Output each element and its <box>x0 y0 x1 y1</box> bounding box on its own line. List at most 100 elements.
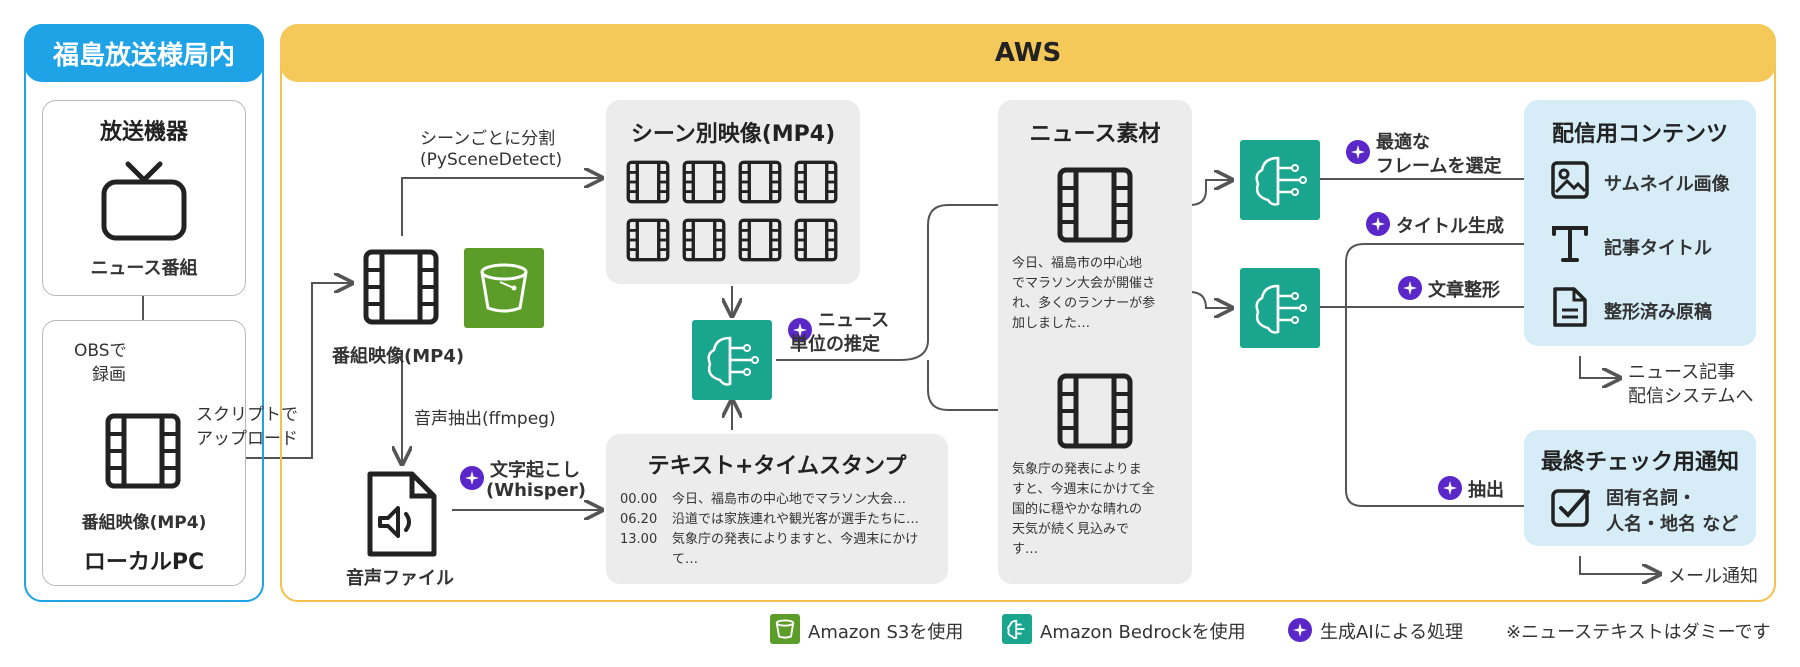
news-box-title: ニュース素材 <box>1029 122 1161 147</box>
text-format-label: 文章整形 <box>1428 280 1500 301</box>
news2-line: すと、今週末にかけて全 <box>1012 482 1155 497</box>
transcript-text: 今日、福島市の中心地でマラソン大会… <box>672 492 907 507</box>
program-video-label: 番組映像(MP4) <box>332 346 465 367</box>
extract-label: 抽出 <box>1468 480 1504 501</box>
news1-line: れ、多くのランナーが参 <box>1012 296 1156 311</box>
film-icon <box>105 413 181 489</box>
mail-notify-label: メール通知 <box>1668 566 1758 587</box>
news2-line: 国的に穏やかな晴れの <box>1012 502 1143 517</box>
bedrock-brain-icon <box>1255 156 1307 206</box>
news1-line: でマラソン大会が開催さ <box>1012 276 1156 291</box>
local-pc-title: ローカルPC <box>83 550 205 575</box>
news2-line: 天気が続く見込みで <box>1012 522 1130 537</box>
transcribe-label-1: 文字起こし <box>490 460 580 481</box>
arrow-news-2 <box>927 360 1038 410</box>
genai-sparkle-icon <box>1366 212 1390 236</box>
scene-film-icon <box>682 160 726 204</box>
s3-bucket <box>464 248 544 328</box>
legend-bedrock-label: Amazon Bedrockを使用 <box>1040 622 1246 643</box>
local-video-label: 番組映像(MP4) <box>81 513 207 533</box>
transcript-time: 13.00 <box>620 532 658 547</box>
transcript-time: 06.20 <box>620 512 658 527</box>
text-box <box>606 434 948 584</box>
bedrock-text-processor <box>1240 268 1320 348</box>
news2-film-icon <box>1057 373 1133 449</box>
select-frame-label-1: 最適な <box>1376 132 1430 153</box>
audio-file-label: 音声ファイル <box>346 568 454 589</box>
text-box-title: テキスト+タイムスタンプ <box>647 454 907 479</box>
scene-box <box>606 100 860 284</box>
aws-title: AWS <box>280 24 1776 82</box>
onprem-title: 福島放送様局内 <box>24 24 264 82</box>
transcribe-label-2: (Whisper) <box>486 480 586 501</box>
news1-film-icon <box>1057 167 1133 243</box>
obs-label-2: 録画 <box>92 365 126 385</box>
genai-sparkle-icon <box>1346 140 1370 164</box>
legend-s3-label: Amazon S3を使用 <box>808 622 964 643</box>
transcript-text: 沿道では家族連れや観光客が選手たちに… <box>672 512 920 527</box>
scene-film-icon <box>738 160 782 204</box>
select-frame-label-2: フレームを選定 <box>1376 156 1502 177</box>
program-video-icon <box>363 249 439 325</box>
content-item-thumbnail: サムネイル画像 <box>1604 174 1730 195</box>
broadcast-box <box>42 100 246 296</box>
broadcast-box-title: 放送機器 <box>99 120 188 145</box>
genai-sparkle-icon <box>460 466 484 490</box>
tv-label: ニュース番組 <box>90 258 198 279</box>
onprem-panel: 福島放送様局内 <box>24 24 264 602</box>
text-icon <box>1552 226 1588 262</box>
checkbox-icon <box>1551 489 1590 527</box>
transcript-row: 00.00 今日、福島市の中心地でマラソン大会… <box>620 490 940 510</box>
scene-film-icon <box>794 160 838 204</box>
news1-line: 加しました… <box>1012 316 1091 331</box>
news2-line: す… <box>1012 542 1039 557</box>
obs-label-1: OBSで <box>74 341 127 361</box>
arrow-mail <box>1579 556 1658 574</box>
local-pc-box <box>42 320 246 586</box>
scene-split-label-2: (PySceneDetect) <box>420 150 563 170</box>
news2-text: 気象庁の発表によりますと、今週末にかけて全国的に穏やかな晴れの天気が続く見込みで… <box>1012 460 1184 560</box>
genai-sparkle-icon <box>1398 276 1422 300</box>
transcript-text: 気象庁の発表によりますと、今週末にかけ <box>672 532 919 547</box>
bedrock-scene-estimator <box>692 320 772 400</box>
content-box-title: 配信用コンテンツ <box>1551 122 1728 147</box>
news-estimate-label-2: 単位の推定 <box>790 334 880 355</box>
content-item-title: 記事タイトル <box>1604 238 1712 259</box>
transcript-row: て… <box>620 550 940 570</box>
title-gen-label: タイトル生成 <box>1396 216 1504 237</box>
image-icon <box>1551 161 1589 199</box>
bedrock-frame-selector <box>1240 140 1320 220</box>
tv-icon <box>101 161 187 241</box>
delivery-label-2: 配信システムへ <box>1628 386 1754 407</box>
legend-genai-label: 生成AIによる処理 <box>1320 622 1464 643</box>
transcript-row: 13.00 気象庁の発表によりますと、今週末にかけ <box>620 530 940 550</box>
genai-sparkle-icon <box>788 318 812 342</box>
news-estimate-label-1: ニュース <box>818 310 890 331</box>
news2-line: 気象庁の発表によりま <box>1012 462 1142 477</box>
arrow-delivery <box>1579 356 1618 378</box>
arrow-scene-split <box>401 178 600 236</box>
scene-film-icon <box>794 218 838 262</box>
audio-extract-label: 音声抽出(ffmpeg) <box>414 409 556 429</box>
check-item-1: 固有名詞・ <box>1606 488 1696 509</box>
scene-box-title: シーン別映像(MP4) <box>630 122 836 147</box>
arrow-news-1 <box>776 205 1038 361</box>
upload-label-2: アップロード <box>196 429 298 449</box>
bedrock-brain-icon <box>707 336 759 386</box>
arrow-upload <box>196 283 350 459</box>
check-item-2: 人名・地名 など <box>1606 514 1739 535</box>
arrow-title-gen <box>1320 244 1540 308</box>
news1-text: 今日、福島市の中心地でマラソン大会が開催され、多くのランナーが参加しました… <box>1012 254 1184 334</box>
scene-split-label-1: シーンごとに分割 <box>420 129 556 149</box>
scene-film-icon <box>682 218 726 262</box>
delivery-label-1: ニュース記事 <box>1628 362 1736 383</box>
news1-line: 今日、福島市の中心地 <box>1012 256 1143 271</box>
content-box <box>1524 100 1756 346</box>
scene-film-icon <box>626 160 670 204</box>
transcript-time: 00.00 <box>620 492 658 507</box>
genai-sparkle-icon <box>1438 476 1462 500</box>
upload-label-1: スクリプトで <box>196 405 298 425</box>
scene-film-icon <box>738 218 782 262</box>
dummy-text-note: ※ニューステキストはダミーです <box>1506 622 1771 643</box>
bedrock-brain-icon <box>1255 284 1307 334</box>
